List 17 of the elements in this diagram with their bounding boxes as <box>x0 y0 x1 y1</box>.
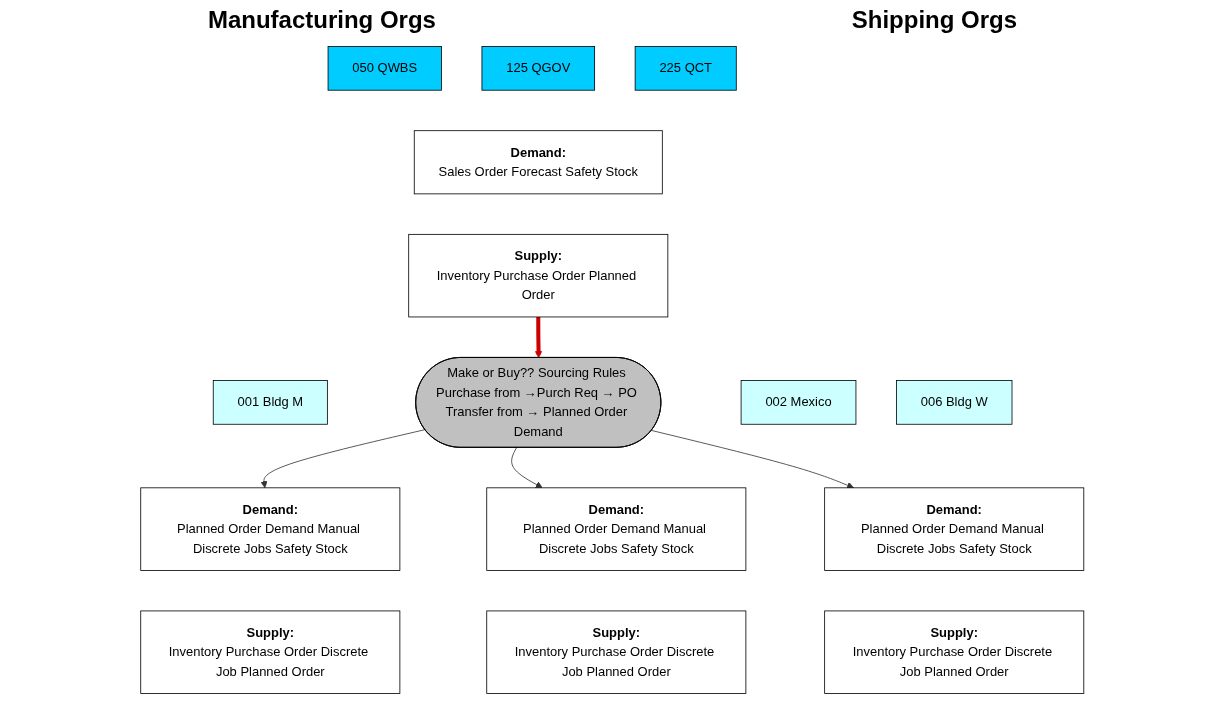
node-box: Supply: Inventory Purchase Order Discrete Job Planned Order <box>140 610 401 694</box>
arrow <box>535 316 543 359</box>
node-box: 050 QWBS <box>327 46 443 91</box>
node-box: 006 Bldg W <box>896 380 1013 425</box>
node-box: 001 Bldg M <box>213 380 328 425</box>
node-box: Supply: Inventory Purchase Order Planned Order <box>408 233 669 318</box>
node-box: 225 QCT <box>634 46 737 91</box>
node-box: 125 QGOV <box>481 46 596 91</box>
section-heading: Manufacturing Orgs <box>207 6 436 34</box>
section-heading: Shipping Orgs <box>851 6 1018 34</box>
node-box: Supply: Inventory Purchase Order Discrete Job Planned Order <box>824 610 1085 694</box>
node-box: Demand: Planned Order Demand Manual Discrete Jobs Safety Stock <box>486 487 747 571</box>
node-box: Demand: Sales Order Forecast Safety Stock <box>414 130 663 195</box>
node-box: Demand: Planned Order Demand Manual Discrete Jobs Safety Stock <box>824 487 1085 571</box>
node-box: Demand: Planned Order Demand Manual Discrete Jobs Safety Stock <box>140 487 401 571</box>
node-box: Supply: Inventory Purchase Order Discrete Job Planned Order <box>486 610 747 694</box>
node-box: 002 Mexico <box>740 380 857 425</box>
